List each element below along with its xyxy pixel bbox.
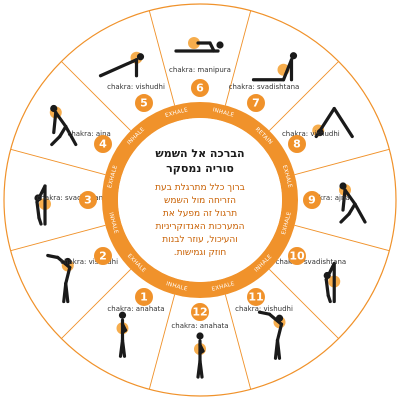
center-title-line-2: סוריה נמסקר xyxy=(166,162,234,175)
step-1-badge: 1 xyxy=(135,287,153,306)
sector-divider xyxy=(294,224,390,252)
step-5-sector: chakra: vishudhi xyxy=(98,51,165,91)
sector-divider xyxy=(148,10,176,106)
sector-divider xyxy=(224,294,252,390)
pose-figure-lunge xyxy=(49,104,78,147)
pose-figure-downward-dog xyxy=(312,106,354,139)
center-body-line-2: הזריחה מול השמש xyxy=(164,196,236,206)
step-4-sector: chakra: ajna xyxy=(49,104,111,147)
sector-divider xyxy=(268,268,339,339)
pose-figure-eight-limbs xyxy=(174,37,224,53)
breath-label: EXHALE xyxy=(107,164,119,188)
sector-divider xyxy=(10,224,106,252)
step-3-badge: 3 xyxy=(79,191,97,209)
step-10-badge: 10 xyxy=(287,247,306,265)
breath-label: EXHALE xyxy=(165,107,189,119)
breath-label: EXHALE xyxy=(281,165,293,189)
step-10-chakra-label: chakra: svadishtana xyxy=(275,258,346,266)
step-3-sector: chakra: svadishtana xyxy=(34,184,108,226)
breath-label: EXHALE xyxy=(211,281,235,293)
center-title-line-1: הברכה אל השמש xyxy=(155,147,244,160)
step-11-badge: 11 xyxy=(247,287,265,306)
pose-figure-cobra xyxy=(251,52,298,82)
pose-figure-raised-arms xyxy=(257,310,286,360)
step-5-badge: 5 xyxy=(135,94,153,113)
step-3-chakra-label: chakra: svadishtana xyxy=(37,194,108,202)
step-4-badge: 4 xyxy=(94,135,113,153)
step-12-badge: 12 xyxy=(191,303,209,321)
sector-divider xyxy=(268,61,339,132)
sector-divider xyxy=(61,61,132,132)
step-5-chakra-label: chakra: vishudhi xyxy=(107,83,165,91)
breath-label: INHALE xyxy=(212,107,235,119)
sector-divider xyxy=(294,148,390,176)
pose-figure-prayer xyxy=(116,311,129,358)
svg-text:9: 9 xyxy=(308,194,316,207)
step-4-chakra-label: chakra: ajna xyxy=(67,130,110,138)
step-12-sector: chakra: anahata xyxy=(171,322,229,379)
svg-text:10: 10 xyxy=(289,250,305,263)
pose-figure-raised-arms xyxy=(46,253,74,304)
step-7-badge: 7 xyxy=(247,94,265,113)
center-panel: הברכה אל השמש סוריה נמסקר ברוך כלל מתרגל… xyxy=(118,118,282,282)
step-8-chakra-label: chakra: vishudhi xyxy=(282,130,340,138)
step-11-chakra-label: chakra: vishudhi xyxy=(235,305,293,313)
step-2-chakra-label: chakra: vishudhi xyxy=(60,258,118,266)
step-12-chakra-label: chakra: anahata xyxy=(171,322,228,330)
center-body-line-6: חוזק וגמישות. xyxy=(174,248,227,258)
step-7-sector: chakra: svadishtana xyxy=(229,52,300,91)
center-body-line-3: תרגול זה מפעל את xyxy=(163,209,237,219)
step-11-sector: chakra: vishudhi xyxy=(235,305,293,360)
step-7-chakra-label: chakra: svadishtana xyxy=(229,83,300,91)
step-2-badge: 2 xyxy=(94,247,113,265)
step-6-badge: 6 xyxy=(191,79,209,97)
step-6-chakra-label: chakra: manipura xyxy=(169,66,231,74)
sector-divider xyxy=(224,10,252,106)
step-1-chakra-label: chakra: anahata xyxy=(107,305,164,313)
svg-text:2: 2 xyxy=(99,250,107,263)
pose-figure-prayer xyxy=(194,332,206,379)
center-body-line-4: המערכות האנדוקריניות xyxy=(155,222,244,232)
svg-text:8: 8 xyxy=(293,138,301,151)
pose-figure-plank xyxy=(98,51,145,78)
center-disc xyxy=(118,118,282,282)
breath-ring-band xyxy=(102,102,298,298)
breath-label: INHALE xyxy=(165,281,188,293)
svg-text:3: 3 xyxy=(84,194,92,207)
svg-text:12: 12 xyxy=(192,306,207,319)
step-2-sector: chakra: vishudhi xyxy=(46,253,118,304)
pose-figure-forward-bend xyxy=(34,184,51,226)
sector-divider xyxy=(148,294,176,390)
pose-figures: chakra: anahata chakra: vishudhi chakra: s… xyxy=(34,37,367,379)
svg-text:4: 4 xyxy=(99,138,107,151)
svg-text:1: 1 xyxy=(140,290,148,303)
step-10-sector: chakra: svadishtana xyxy=(275,258,346,304)
svg-text:5: 5 xyxy=(140,97,148,110)
svg-text:11: 11 xyxy=(248,290,263,303)
pose-figure-forward-bend xyxy=(323,261,341,304)
sector-divider xyxy=(10,148,106,176)
step-8-badge: 8 xyxy=(287,135,306,153)
step-6-sector: chakra: manipura xyxy=(169,37,231,74)
svg-text:6: 6 xyxy=(196,82,204,95)
step-9-sector: chakra: ajna xyxy=(306,182,367,224)
svg-text:7: 7 xyxy=(252,97,260,110)
breath-label: EXHALE xyxy=(281,211,293,235)
pose-figure-lunge xyxy=(339,182,367,224)
center-body-line-5: והעיכול, עוזר לבנות xyxy=(162,235,237,245)
sector-divider xyxy=(61,268,132,339)
step-1-sector: chakra: anahata xyxy=(107,305,165,358)
step-9-chakra-label: chakra: ajna xyxy=(306,194,349,202)
chakra-point xyxy=(188,37,200,49)
step-8-sector: chakra: vishudhi xyxy=(282,106,354,139)
step-9-badge: 9 xyxy=(303,191,321,209)
breath-label: INHALE xyxy=(107,212,119,235)
center-body-line-1: ברוך כלל מתרגלת בעת xyxy=(155,183,245,193)
